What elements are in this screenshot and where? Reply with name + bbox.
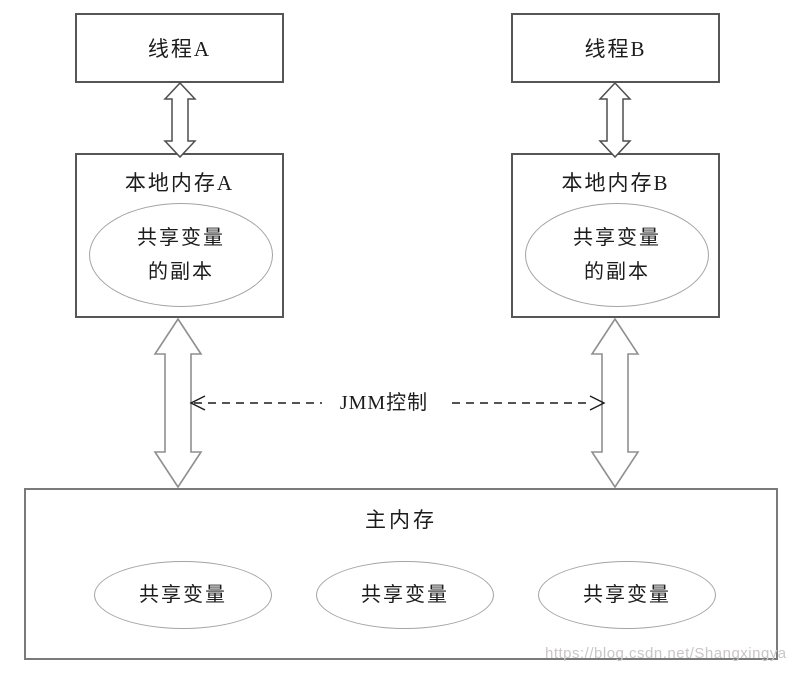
thread-a-label: 线程A	[147, 37, 212, 61]
double-arrow-local-a-main-icon	[153, 317, 203, 489]
jmm-control-label: JMM控制	[322, 390, 446, 416]
shared-variable-copy-b-line1: 共享变量	[573, 227, 661, 249]
main-memory-title: 主内存	[365, 508, 437, 532]
local-memory-a-title: 本地内存A	[124, 171, 235, 195]
shared-variable-ellipse-2: 共享变量	[316, 561, 494, 629]
double-arrow-thread-a-local-a-icon	[163, 81, 197, 159]
thread-b-label: 线程B	[584, 37, 647, 61]
shared-variable-ellipse-1: 共享变量	[94, 561, 272, 629]
main-memory-box: 主内存 共享变量 共享变量 共享变量	[24, 488, 778, 660]
jmm-arrowhead-left-icon	[189, 395, 206, 411]
local-memory-a-box: 本地内存A 共享变量 的副本	[75, 153, 284, 318]
local-memory-b-title: 本地内存B	[561, 171, 670, 195]
shared-variable-copy-a-line1: 共享变量	[137, 227, 225, 249]
watermark: https://blog.csdn.net/Shangxingya	[545, 645, 787, 662]
double-arrow-local-b-main-icon	[590, 317, 640, 489]
thread-a-box: 线程A	[75, 13, 284, 83]
shared-variable-label-1: 共享变量	[139, 584, 227, 606]
jmm-arrowhead-right-icon	[589, 395, 606, 411]
shared-variable-label-2: 共享变量	[361, 584, 449, 606]
shared-variable-copy-b-ellipse: 共享变量 的副本	[525, 203, 709, 307]
shared-variable-copy-b-line2: 的副本	[584, 261, 650, 283]
double-arrow-thread-b-local-b-icon	[598, 81, 632, 159]
local-memory-b-box: 本地内存B 共享变量 的副本	[511, 153, 720, 318]
shared-variable-label-3: 共享变量	[583, 584, 671, 606]
shared-variable-copy-a-line2: 的副本	[148, 261, 214, 283]
shared-variable-ellipse-3: 共享变量	[538, 561, 716, 629]
thread-b-box: 线程B	[511, 13, 720, 83]
shared-variable-copy-a-ellipse: 共享变量 的副本	[89, 203, 273, 307]
